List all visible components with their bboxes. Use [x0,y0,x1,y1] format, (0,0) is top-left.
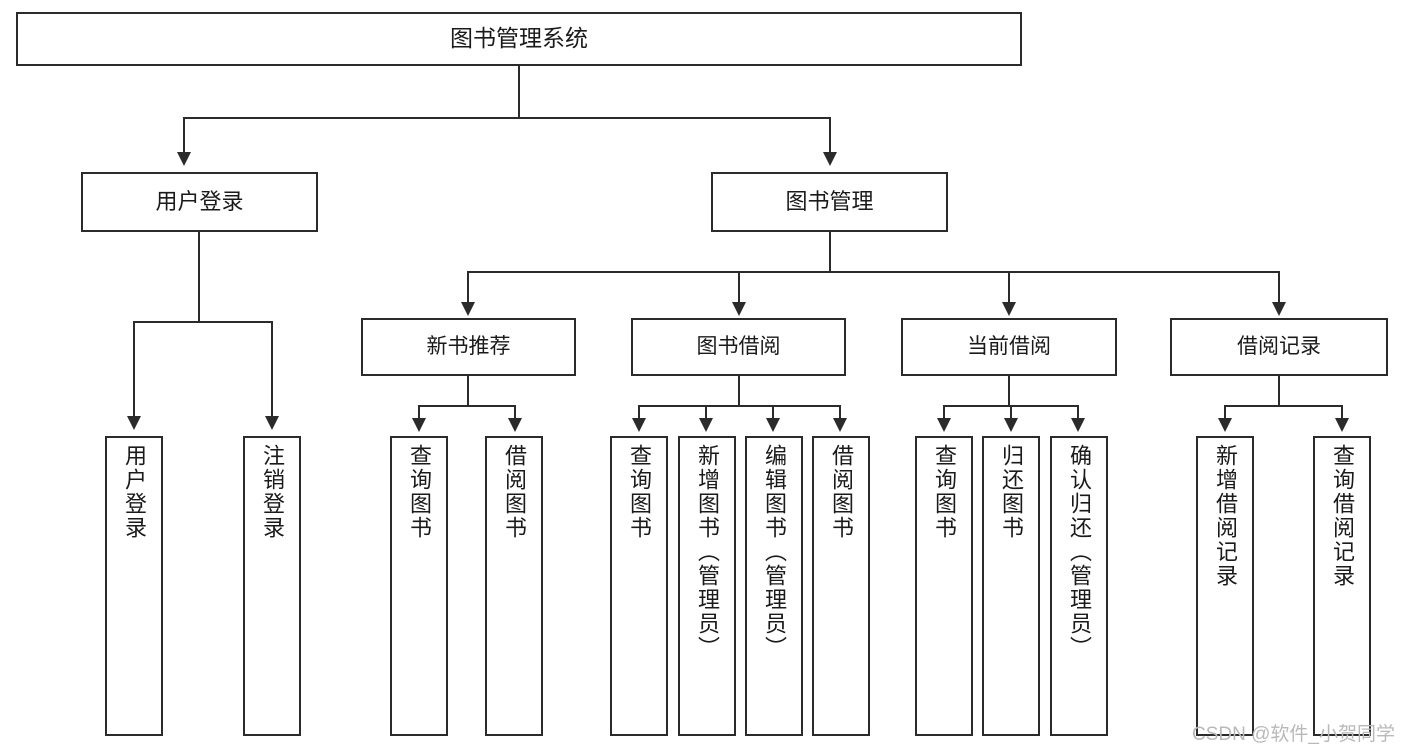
connector-bb-to-leaf4 [839,405,841,419]
arrowhead-new-book-rec [461,302,475,316]
arrowhead-leaf-confirm-return [1071,418,1085,432]
node-label: 查询图书 [932,444,957,540]
node-leaf-add-book[interactable]: 新增图书（管理员） [678,436,736,736]
node-current-borrow[interactable]: 当前借阅 [901,318,1117,376]
arrowhead-leaf-query-book-1 [412,418,426,432]
node-label: 图书管理 [785,189,874,215]
node-label: 新书推荐 [426,334,511,358]
arrowhead-leaf-add-book [699,418,713,432]
node-label: 新增图书（管理员） [695,444,720,660]
connector-nbr-to-leaf1 [418,405,420,419]
node-label: 查询借阅记录 [1330,444,1355,588]
connector-book-borrow-stem [738,376,740,406]
connector-new-book-rec-stem [467,376,469,406]
node-label: 借阅记录 [1237,334,1321,358]
connector-current-borrow-stem [1008,376,1010,406]
connector-nbr-to-leaf2 [514,405,516,419]
node-book-borrow[interactable]: 图书借阅 [631,318,846,376]
node-borrow-records[interactable]: 借阅记录 [1170,318,1388,376]
node-label: 借阅图书 [502,444,527,540]
node-label: 新增借阅记录 [1213,444,1238,588]
node-label: 借阅图书 [829,444,854,540]
node-book-manage[interactable]: 图书管理 [711,172,948,232]
node-leaf-edit-book[interactable]: 编辑图书（管理员） [745,436,803,736]
node-leaf-borrow-book-1[interactable]: 借阅图书 [485,436,543,736]
connector-root-bus [183,117,831,119]
connector-to-new-book-rec [467,271,469,303]
node-leaf-user-login[interactable]: 用户登录 [105,436,163,736]
node-leaf-query-book-2[interactable]: 查询图书 [610,436,668,736]
connector-to-borrow-records [1278,271,1280,303]
node-label: 确认归还（管理员） [1067,444,1092,660]
connector-borrow-records-stem [1278,376,1280,406]
connector-user-login-stem [198,232,200,322]
node-leaf-add-record[interactable]: 新增借阅记录 [1196,436,1254,736]
node-label: 当前借阅 [967,334,1051,358]
node-leaf-query-record[interactable]: 查询借阅记录 [1313,436,1371,736]
node-user-login[interactable]: 用户登录 [81,172,318,232]
node-leaf-confirm-return[interactable]: 确认归还（管理员） [1050,436,1108,736]
connector-root-to-book-manage [829,117,831,153]
node-label: 用户登录 [155,189,244,215]
node-label: 图书借阅 [696,334,781,358]
node-label: 图书管理系统 [450,25,588,52]
node-new-book-rec[interactable]: 新书推荐 [361,318,576,376]
node-leaf-user-logout[interactable]: 注销登录 [243,436,301,736]
arrowhead-leaf-return-book [1004,418,1018,432]
node-leaf-query-book-3[interactable]: 查询图书 [915,436,973,736]
node-label: 查询图书 [627,444,652,540]
connector-root-stem [518,66,520,118]
connector-to-current-borrow [1008,271,1010,303]
arrowhead-leaf-borrow-book-1 [508,418,522,432]
node-leaf-query-book-1[interactable]: 查询图书 [390,436,448,736]
connector-book-borrow-bus [638,405,841,407]
node-leaf-return-book[interactable]: 归还图书 [982,436,1040,736]
node-label: 用户登录 [122,444,147,540]
arrowhead-borrow-records [1272,302,1286,316]
connector-cb-to-leaf2 [1010,405,1012,419]
connector-br-to-leaf1 [1224,405,1226,419]
connector-cb-to-leaf1 [943,405,945,419]
node-label: 编辑图书（管理员） [762,444,787,660]
connector-br-to-leaf2 [1341,405,1343,419]
arrowhead-leaf-add-record [1218,418,1232,432]
connector-user-login-to-leaf2 [271,321,273,417]
arrowhead-user-login [177,152,191,166]
arrowhead-leaf-query-record [1335,418,1349,432]
connector-user-login-bus [133,321,272,323]
node-label: 归还图书 [999,444,1024,540]
arrowhead-leaf-query-book-2 [632,418,646,432]
arrowhead-leaf-query-book-3 [937,418,951,432]
arrowhead-leaf-user-logout [265,416,279,430]
node-root-system[interactable]: 图书管理系统 [16,12,1022,66]
node-label: 查询图书 [407,444,432,540]
connector-to-book-borrow [738,271,740,303]
connector-bb-to-leaf2 [705,405,707,419]
connector-bb-to-leaf1 [638,405,640,419]
arrowhead-leaf-user-login [127,416,141,430]
connector-book-manage-stem [829,232,831,272]
connector-book-manage-bus [467,271,1280,273]
connector-new-book-rec-bus [418,405,516,407]
connector-cb-to-leaf3 [1077,405,1079,419]
arrowhead-leaf-borrow-book-2 [833,418,847,432]
node-leaf-borrow-book-2[interactable]: 借阅图书 [812,436,870,736]
arrowhead-book-manage [823,152,837,166]
arrowhead-book-borrow [732,302,746,316]
arrowhead-current-borrow [1002,302,1016,316]
node-label: 注销登录 [260,444,285,540]
connector-root-to-user-login [183,117,185,153]
connector-borrow-records-bus [1224,405,1343,407]
connector-user-login-to-leaf1 [133,321,135,417]
connector-bb-to-leaf3 [772,405,774,419]
arrowhead-leaf-edit-book [766,418,780,432]
